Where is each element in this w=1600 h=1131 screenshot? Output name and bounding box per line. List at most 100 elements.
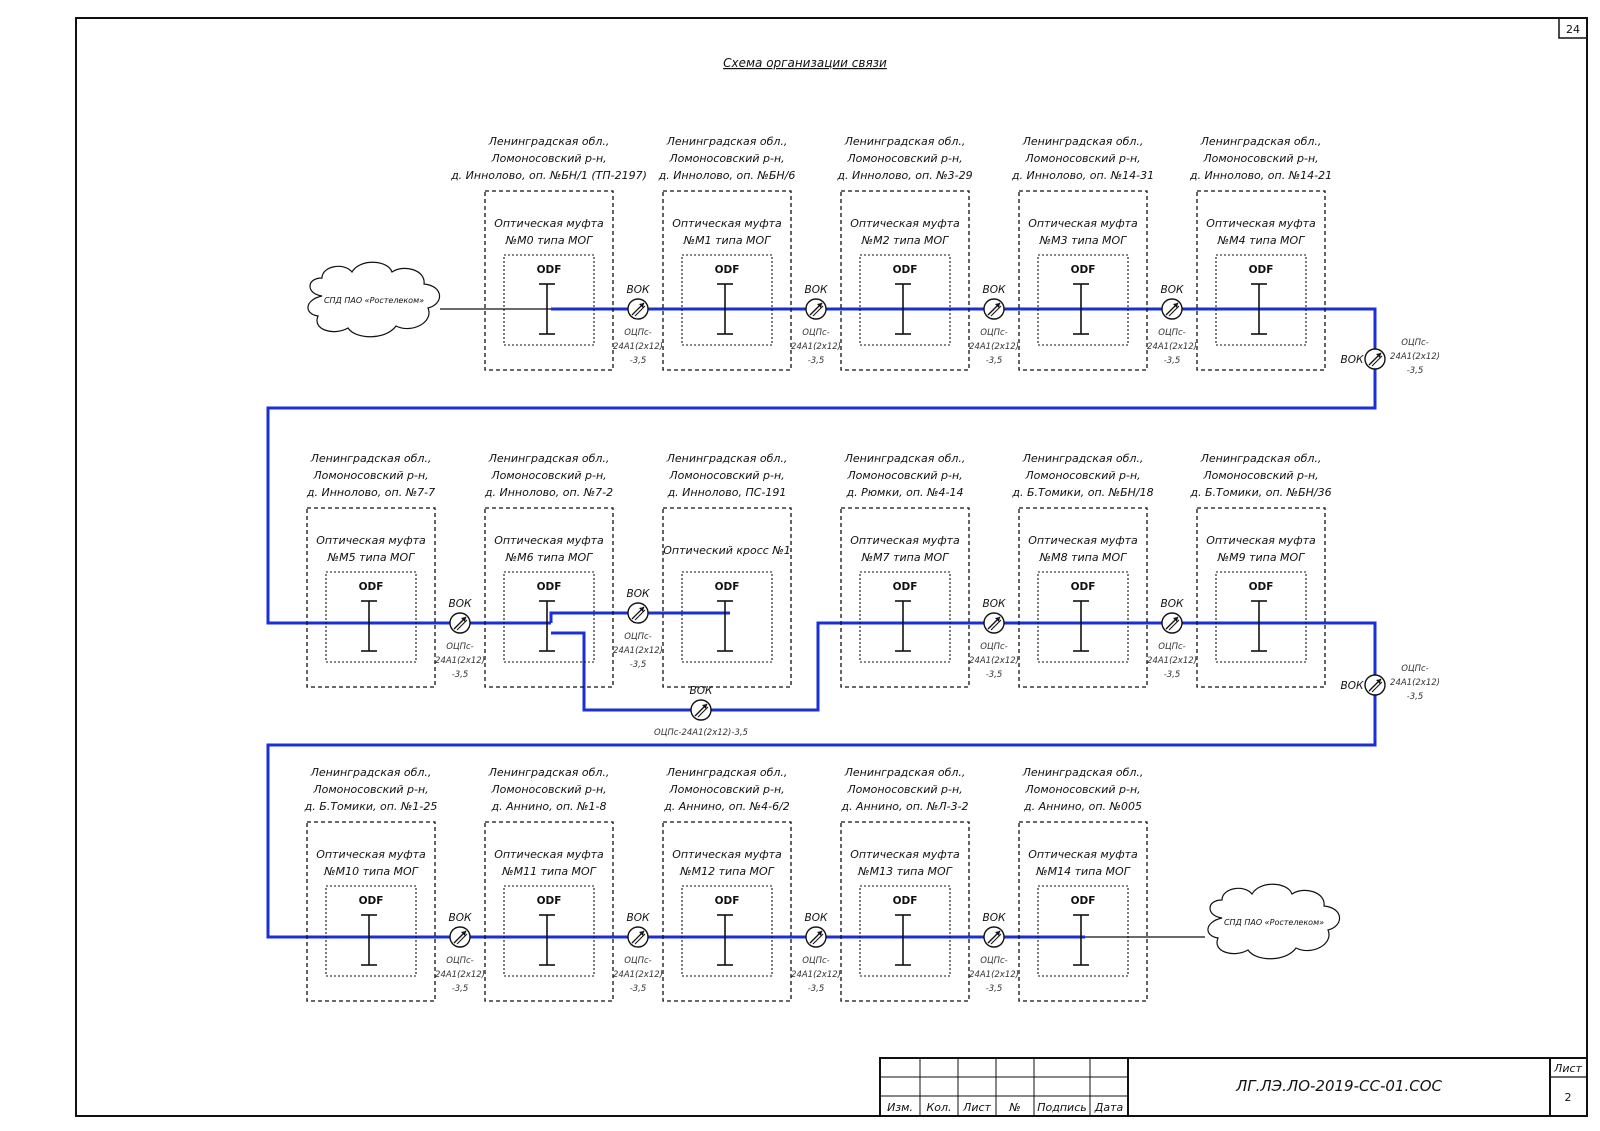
odf-enclosure: [1215, 571, 1307, 663]
vok-icon-arrowhead: [461, 617, 466, 622]
node-address-line: д. Иннолово, оп. №БН/1 (ТП-2197): [450, 169, 647, 182]
vok-icon-arrow-2: [812, 933, 824, 945]
node-address-line: Ломоносовский р-н,: [1024, 152, 1140, 165]
odf-enclosure: [503, 885, 595, 977]
cloud-right-shape: [1207, 883, 1341, 960]
node-address-line: д. Б.Томики, оп. №1-25: [304, 800, 438, 813]
vok-label: ВОК: [805, 912, 828, 924]
title-block-col-list: Лист: [962, 1101, 991, 1114]
vok-cable-label-line: 24А1(2х12): [1390, 678, 1440, 688]
vok-icon-arrowhead: [995, 931, 1000, 936]
node-label-line: Оптическая муфта: [672, 217, 782, 230]
vok-icon-arrowhead: [1376, 679, 1381, 684]
odf-enclosure: [503, 571, 595, 663]
cloud-left-label: СПД ПАО «Ростелеком»: [324, 296, 424, 305]
vok-cable-label-line: -3,5: [452, 670, 469, 680]
node-address-line: Ломоносовский р-н,: [668, 152, 784, 165]
node-label-line: №М1 типа МОГ: [683, 234, 772, 247]
node-0-1: Ленинградская обл.,Ломоносовский р-н,д. …: [658, 135, 795, 371]
vok-icon-arrowhead: [1173, 617, 1178, 622]
odf-label: ODF: [1071, 264, 1096, 276]
node-1-3: Ленинградская обл.,Ломоносовский р-н,д. …: [840, 452, 970, 688]
node-label-line: Оптическая муфта: [850, 534, 960, 547]
vok-icon-arrowhead: [461, 931, 466, 936]
node-label-line: №М4 типа МОГ: [1217, 234, 1306, 247]
node-address-line: Ленинградская обл.,: [310, 452, 432, 465]
node-0-4: Ленинградская обл.,Ломоносовский р-н,д. …: [1189, 135, 1332, 371]
node-address-line: Ленинградская обл.,: [1022, 452, 1144, 465]
vok-cable-label-line: ОЦПс-: [1401, 338, 1428, 348]
node-address-line: Ленинградская обл.,: [488, 452, 610, 465]
node-address-line: Ломоносовский р-н,: [312, 469, 428, 482]
title-block-frame: [879, 1057, 1588, 1117]
vok-icon-arrow-2: [990, 933, 1002, 945]
node-address-line: д. Иннолово, оп. №14-21: [1189, 169, 1332, 182]
node-address-line: Ломоносовский р-н,: [1202, 152, 1318, 165]
vok-cable-label-line: 24А1(2х12): [613, 970, 663, 980]
vok-label: ВОК: [983, 912, 1006, 924]
vok-cable-label-line: -3,5: [630, 660, 647, 670]
vok-cable-label-line: 24А1(2х12): [969, 970, 1019, 980]
odf-enclosure: [503, 254, 595, 346]
node-label-line: Оптическая муфта: [1206, 217, 1316, 230]
vok-cable-label-line: -3,5: [630, 984, 647, 994]
node-enclosure: [484, 507, 614, 688]
node-2-2: Ленинградская обл.,Ломоносовский р-н,д. …: [662, 766, 792, 1002]
node-address-line: Ленинградская обл.,: [844, 766, 966, 779]
cloud-right-label: СПД ПАО «Ростелеком»: [1224, 918, 1324, 927]
node-address-line: Ломоносовский р-н,: [490, 469, 606, 482]
title-block: [879, 1057, 1588, 1117]
odf-enclosure: [681, 885, 773, 977]
node-enclosure: [662, 190, 792, 371]
node-enclosure: [306, 507, 436, 688]
node-enclosure: [662, 507, 792, 688]
odf-label: ODF: [715, 581, 740, 593]
vok-cable-label-line: ОЦПс-: [1158, 642, 1185, 652]
node-label-line: №М6 типа МОГ: [505, 551, 594, 564]
odf-label: ODF: [1249, 264, 1274, 276]
vok-icon-arrowhead: [702, 704, 707, 709]
odf-label: ODF: [715, 895, 740, 907]
odf-label: ODF: [537, 264, 562, 276]
node-2-3: Ленинградская обл.,Ломоносовский р-н,д. …: [840, 766, 970, 1002]
vok-icon-arrow-2: [1371, 681, 1383, 693]
node-label-line: №М13 типа МОГ: [857, 865, 953, 878]
node-address-line: Ленинградская обл.,: [666, 135, 788, 148]
vok-label: ВОК: [627, 912, 650, 924]
node-address-line: д. Иннолово, оп. №7-7: [306, 486, 435, 499]
odf-enclosure: [1037, 254, 1129, 346]
vok-cable-label-line: -3,5: [986, 670, 1003, 680]
vok-cable-label-line: ОЦПс-: [624, 632, 651, 642]
vok-cable-label-line: 24А1(2х12): [613, 342, 663, 352]
odf-enclosure: [681, 254, 773, 346]
node-2-0: Ленинградская обл.,Ломоносовский р-н,д. …: [304, 766, 438, 1002]
node-0-2: Ленинградская обл.,Ломоносовский р-н,д. …: [836, 135, 973, 371]
node-enclosure: [1196, 190, 1326, 371]
vok-icon-arrowhead: [995, 617, 1000, 622]
vok-label: ВОК: [1161, 284, 1184, 296]
vok-icon-arrow-2: [634, 305, 646, 317]
vok-cable-label-line: 24А1(2х12): [1390, 352, 1440, 362]
node-1-5: Ленинградская обл.,Ломоносовский р-н,д. …: [1189, 452, 1332, 688]
node-address-line: Ленинградская обл.,: [310, 766, 432, 779]
node-address-line: Ломоносовский р-н,: [846, 783, 962, 796]
odf-label: ODF: [893, 581, 918, 593]
node-label-line: Оптическая муфта: [850, 848, 960, 861]
vok-label: ВОК: [449, 912, 472, 924]
vok-cable-label-line: -3,5: [630, 356, 647, 366]
sheet-frame: [75, 17, 1588, 1117]
vok-label: ВОК: [627, 284, 650, 296]
page-number: 24: [1566, 23, 1580, 36]
node-enclosure: [306, 821, 436, 1002]
cloud-left: СПД ПАО «Ростелеком»: [307, 261, 441, 338]
node-label-line: №М8 типа МОГ: [1039, 551, 1128, 564]
node-label-line: №М9 типа МОГ: [1217, 551, 1306, 564]
